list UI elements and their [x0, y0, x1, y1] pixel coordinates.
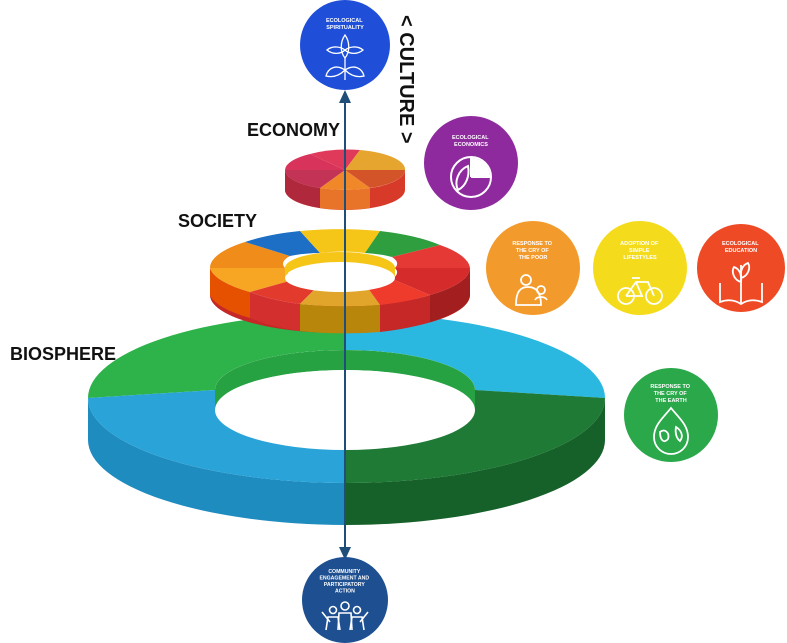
- goal-circle: [624, 368, 718, 462]
- economy-top-segment: [285, 154, 345, 170]
- goal-cry-of-the-earth: RESPONSE TO THE CRY OF THE EARTH: [624, 368, 718, 462]
- goal-text-line: THE POOR: [519, 255, 548, 261]
- goal-text-line: ADOPTION OF: [620, 241, 659, 247]
- society-side-segment: [210, 268, 250, 318]
- goal-circle: [302, 557, 388, 643]
- svg-text:RESPONSE TO THE CRY OF: RESPONSE TO THE CRY OF THE EARTH: [650, 384, 691, 404]
- society-top-segment: [245, 231, 320, 256]
- goal-ecological-education: ECOLOGICAL EDUCATION: [697, 224, 785, 312]
- goal-text-line: THE CRY OF: [654, 391, 688, 397]
- biosphere-top-se: [345, 390, 605, 483]
- biosphere-inner-wall: [215, 350, 475, 410]
- goal-text-line: LIFESTYLES: [623, 255, 657, 261]
- goal-text-line: ECOLOGICAL: [722, 241, 759, 247]
- society-side-segment: [380, 295, 430, 332]
- society-side-segment: [430, 268, 470, 322]
- society-hole-floor: [285, 264, 395, 292]
- svg-text:ECOLOGICAL ECONOMICS: ECOLOGICAL ECONOMICS: [452, 135, 490, 148]
- svg-text:ECOLOGICAL EDUCATION: ECOLOGICAL EDUCATION: [722, 241, 760, 254]
- economy-side-segment: [285, 170, 320, 208]
- goal-circle: [486, 221, 580, 315]
- society-top-segment: [392, 245, 470, 268]
- goal-text-line: ECONOMICS: [454, 142, 488, 148]
- society-top-segment: [365, 231, 440, 257]
- society-ring: [209, 229, 470, 334]
- society-top-segment: [300, 229, 380, 253]
- goal-text-line: THE CRY OF: [516, 248, 550, 254]
- goal-text-line: ACTION: [335, 589, 355, 595]
- economy-label: ECONOMY: [247, 120, 340, 140]
- goal-text-line: PARTICIPATORY: [324, 582, 365, 588]
- goal-text-line: ECOLOGICAL: [452, 135, 489, 141]
- biosphere-top-sw: [88, 390, 345, 483]
- book-plant-icon: [719, 261, 763, 306]
- culture-label: < CULTURE >: [395, 15, 417, 144]
- society-side-segment: [250, 292, 300, 331]
- axis-arrow-up: [339, 90, 351, 103]
- goal-text-line: SPIRITUALITY: [326, 25, 364, 31]
- goal-text-line: SIMPLE: [629, 248, 650, 254]
- earth-drop-icon: [653, 406, 689, 455]
- biosphere-side-right: [345, 398, 605, 525]
- goal-text-line: THE EARTH: [655, 398, 687, 404]
- goal-text-line: EDUCATION: [725, 248, 757, 254]
- goal-community-engagement: COMMUNITY ENGAGEMENT AND PARTICIPATORY A…: [302, 557, 388, 643]
- svg-text:COMMUNITY ENGAGEMENT AND: COMMUNITY ENGAGEMENT AND PARTICIPATORY A…: [319, 569, 370, 595]
- goal-text-line: ECOLOGICAL: [326, 18, 363, 24]
- goal-ecological-economics: ECOLOGICAL ECONOMICS: [424, 116, 518, 210]
- goal-simple-lifestyles: ADOPTION OF SIMPLE LIFESTYLES: [593, 221, 687, 315]
- mother-child-icon: [515, 274, 548, 306]
- leaf-pie-chart-icon: [450, 156, 492, 198]
- economy-top-segment: [310, 149, 360, 170]
- goal-text-line: COMMUNITY: [328, 569, 361, 575]
- axis-arrow-down: [339, 547, 351, 560]
- society-top-segment: [209, 242, 290, 268]
- biosphere-top-nw: [88, 313, 345, 398]
- svg-text:ECOLOGICAL SPIRITUALITY: ECOLOGICAL SPIRITUALITY: [326, 18, 364, 31]
- goal-cry-of-the-poor: RESPONSE TO THE CRY OF THE POOR: [486, 221, 580, 315]
- biosphere-top-ne: [345, 313, 605, 398]
- goal-circle: [593, 221, 687, 315]
- bicycle-icon: [617, 277, 663, 305]
- society-side-segment: [300, 304, 380, 334]
- goal-text-line: RESPONSE TO: [512, 241, 552, 247]
- goal-ecological-spirituality: ECOLOGICAL SPIRITUALITY: [300, 0, 390, 90]
- society-inner-wall: [285, 252, 395, 278]
- economy-top-segment: [285, 170, 345, 188]
- people-group-icon: [321, 601, 369, 631]
- goal-text-line: RESPONSE TO: [650, 384, 690, 390]
- flower-cross-icon: [325, 33, 365, 80]
- biosphere-disc: [88, 313, 605, 525]
- biosphere-label: BIOSPHERE: [10, 344, 116, 364]
- vertical-axis: [339, 90, 351, 560]
- economy-top-segment: [345, 170, 405, 188]
- society-label: SOCIETY: [178, 211, 257, 231]
- economy-top-segment: [345, 150, 406, 170]
- society-top-segment: [392, 268, 470, 295]
- biosphere-side-left: [88, 398, 345, 525]
- svg-text:RESPONSE TO THE CRY OF: RESPONSE TO THE CRY OF THE POOR: [512, 241, 553, 261]
- goal-circle: [300, 0, 390, 90]
- svg-text:ADOPTION OF SIMPLE: ADOPTION OF SIMPLE LIFESTYLES: [620, 241, 660, 261]
- society-top-segment: [210, 268, 300, 292]
- goal-text-line: ENGAGEMENT AND: [319, 576, 369, 582]
